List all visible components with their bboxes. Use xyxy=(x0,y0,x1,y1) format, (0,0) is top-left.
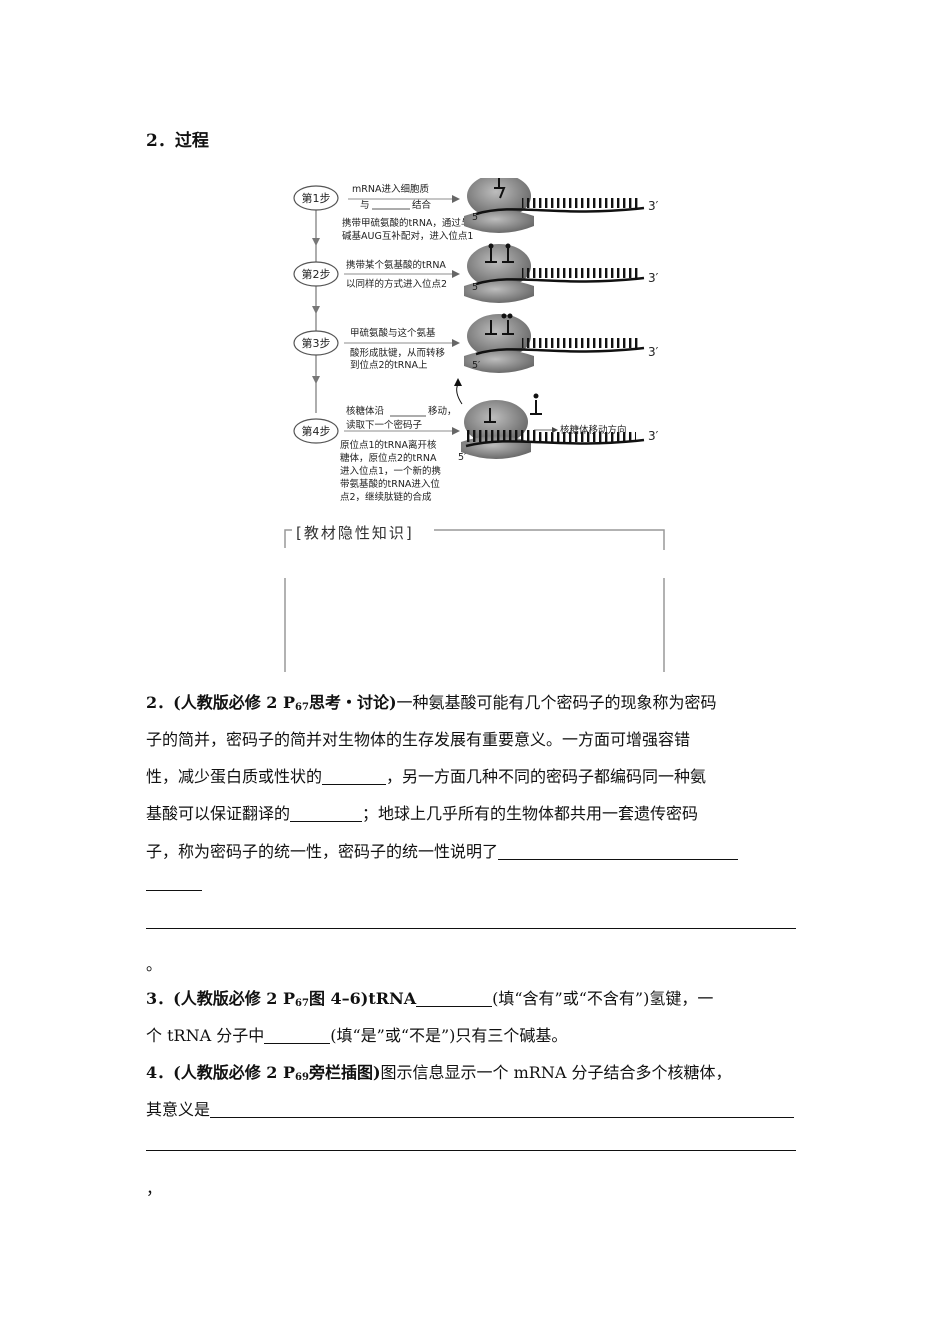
q2-blank-3[interactable] xyxy=(498,841,739,860)
row-2-five-prime: 5′ xyxy=(472,282,480,293)
row-2-three-prime: 3′ xyxy=(648,271,659,285)
q2-answer-line[interactable] xyxy=(146,928,796,929)
q4-source-a: (人教版必修 2 P xyxy=(173,1063,296,1082)
q3-blank-2[interactable] xyxy=(264,1025,331,1044)
step-3-line-2: 酸形成肽键，从而转移 xyxy=(350,347,446,359)
q4-text-1: 图示信息显示一个 mRNA 分子结合多个核糖体， xyxy=(380,1063,732,1082)
q3-source-b: 图 4–6) xyxy=(308,989,369,1008)
q4-line-1: 4．(人教版必修 2 P69旁栏插图)图示信息显示一个 mRNA 分子结合多个核… xyxy=(146,1054,731,1096)
q2-text-3b: ，另一方面几种不同的密码子都编码同一种氨 xyxy=(386,767,707,786)
q2-end: 。 xyxy=(146,955,163,974)
step-2-line-1: 携带某个氨基酸的tRNA xyxy=(346,259,446,271)
step-1-line-2: 与 xyxy=(360,200,370,211)
q2-number: 2． xyxy=(146,693,174,712)
q3-line-2: 个 tRNA 分子中 (填“是”或“不是”)只有三个碱基。 xyxy=(146,1017,567,1054)
ribosome-row-1: 5′ 3′ xyxy=(464,171,659,233)
step-1-note-1: 携带甲硫氨酸的tRNA，通过与 xyxy=(342,217,470,229)
knowledge-box-frame xyxy=(284,529,665,672)
q3-number: 3． xyxy=(146,989,174,1008)
step-1-note-2: 碱基AUG互补配对，进入位点1 xyxy=(342,230,473,242)
q2-blank-1[interactable] xyxy=(322,766,387,785)
q3-text-1b: (填“含有”或“不含有”)氢键，一 xyxy=(492,989,714,1008)
q3-text-1a: tRNA xyxy=(368,989,417,1008)
q3-source-a: (人教版必修 2 P xyxy=(173,989,296,1008)
q3-line-1: 3．(人教版必修 2 P67图 4–6)tRNA (填“含有”或“不含有”)氢键，… xyxy=(146,980,713,1022)
q2-text-4b: ；地球上几乎所有的生物体都共用一套遗传密码 xyxy=(362,804,699,823)
ribosome-row-2: 5′ 3′ xyxy=(464,243,659,303)
section-heading: 2．过程 xyxy=(146,131,209,151)
step-1-badge: 第1步 xyxy=(293,185,339,211)
q2-blank-2[interactable] xyxy=(290,803,363,822)
q2-line-3: 性，减少蛋白质或性状的 ，另一方面几种不同的密码子都编码同一种氨 xyxy=(146,758,706,795)
q4-blank-1[interactable] xyxy=(210,1099,795,1118)
step-4-label: 第4步 xyxy=(302,424,331,438)
step-4-note-3: 进入位点1，一个新的携 xyxy=(340,465,441,477)
step-4-badge: 第4步 xyxy=(293,418,339,444)
q3-text-2b: (填“是”或“不是”)只有三个碱基。 xyxy=(330,1026,568,1045)
step-2-badge: 第2步 xyxy=(293,261,339,287)
q2-text-1: 一种氨基酸可能有几个密码子的现象称为密码 xyxy=(396,693,717,712)
ribosome-row-4: 核糖体移动方向 5′ 3′ xyxy=(454,378,659,463)
direction-label: 核糖体移动方向 xyxy=(560,424,627,436)
q4-text-2: 其意义是 xyxy=(146,1100,211,1119)
q3-source-page: 67 xyxy=(295,998,309,1009)
q2-line-1: 2．(人教版必修 2 P67思考・讨论)一种氨基酸可能有几个密码子的现象称为密码 xyxy=(146,684,717,726)
row-3-three-prime: 3′ xyxy=(648,345,659,359)
row-1-three-prime: 3′ xyxy=(648,199,659,213)
q2-line-5: 子，称为密码子的统一性，密码子的统一性说明了 xyxy=(146,833,739,870)
step-4-note-2: 糖体，原位点2的tRNA xyxy=(340,452,437,464)
step-4-note-1: 原位点1的tRNA离开核 xyxy=(340,439,437,451)
q2-source-b: 思考・讨论) xyxy=(308,693,397,712)
knowledge-box-title: [教材隐性知识] xyxy=(292,522,418,543)
q4-end: ， xyxy=(146,1179,163,1198)
translation-diagram-svg: 第1步 第2步 第3步 第4步 mRNA进入细胞质 与 结合 携带甲硫氨酸的tR… xyxy=(293,171,659,503)
step-4-line-3: 读取下一个密码子 xyxy=(346,419,423,431)
q2-text-3a: 性，减少蛋白质或性状的 xyxy=(146,767,323,786)
step-1-line-1: mRNA进入细胞质 xyxy=(352,183,429,195)
q3-blank-1[interactable] xyxy=(416,988,493,1007)
q2-blank-3-continued[interactable] xyxy=(146,890,202,891)
q2-source-page: 67 xyxy=(295,702,309,713)
step-4-note-5: 点2，继续肽链的合成 xyxy=(340,491,432,503)
step-3-line-3: 到位点2的tRNA上 xyxy=(350,359,428,371)
row-1-five-prime: 5′ xyxy=(472,212,480,223)
q2-line-2: 子的简并，密码子的简并对生物体的生存发展有重要意义。一方面可增强容错 xyxy=(146,730,691,749)
q4-source-b: 旁栏插图) xyxy=(308,1063,381,1082)
q4-number: 4． xyxy=(146,1063,174,1082)
q2-source-a: (人教版必修 2 P xyxy=(173,693,296,712)
step-1-label: 第1步 xyxy=(302,191,331,205)
q3-text-2a: 个 tRNA 分子中 xyxy=(146,1026,265,1045)
row-3-five-prime: 5′ xyxy=(472,360,480,371)
step-4-line-1: 核糖体沿 xyxy=(346,405,385,417)
step-3-badge: 第3步 xyxy=(293,330,339,356)
q4-line-2: 其意义是 xyxy=(146,1091,795,1128)
step-4-note-4: 带氨基酸的tRNA进入位 xyxy=(340,478,440,490)
step-4-line-2: 移动， xyxy=(428,405,457,417)
knowledge-box: [教材隐性知识] xyxy=(284,522,666,672)
q2-line-4: 基酸可以保证翻译的 ；地球上几乎所有的生物体都共用一套遗传密码 xyxy=(146,795,698,832)
q2-text-5: 子，称为密码子的统一性，密码子的统一性说明了 xyxy=(146,842,499,861)
step-2-line-2: 以同样的方式进入位点2 xyxy=(346,278,447,290)
q4-answer-line[interactable] xyxy=(146,1150,796,1151)
q2-text-4a: 基酸可以保证翻译的 xyxy=(146,804,291,823)
ribosome-row-3: 5′ 3′ xyxy=(464,313,659,373)
row-4-three-prime: 3′ xyxy=(648,429,659,443)
step-3-label: 第3步 xyxy=(302,336,331,350)
translation-diagram: 第1步 第2步 第3步 第4步 mRNA进入细胞质 与 结合 携带甲硫氨酸的tR… xyxy=(286,171,666,506)
q4-source-page: 69 xyxy=(295,1072,309,1083)
step-2-label: 第2步 xyxy=(302,267,331,281)
step-3-line-1: 甲硫氨酸与这个氨基 xyxy=(350,327,436,339)
row-4-five-prime: 5′ xyxy=(458,452,466,463)
step-1-line-3: 结合 xyxy=(412,199,432,211)
